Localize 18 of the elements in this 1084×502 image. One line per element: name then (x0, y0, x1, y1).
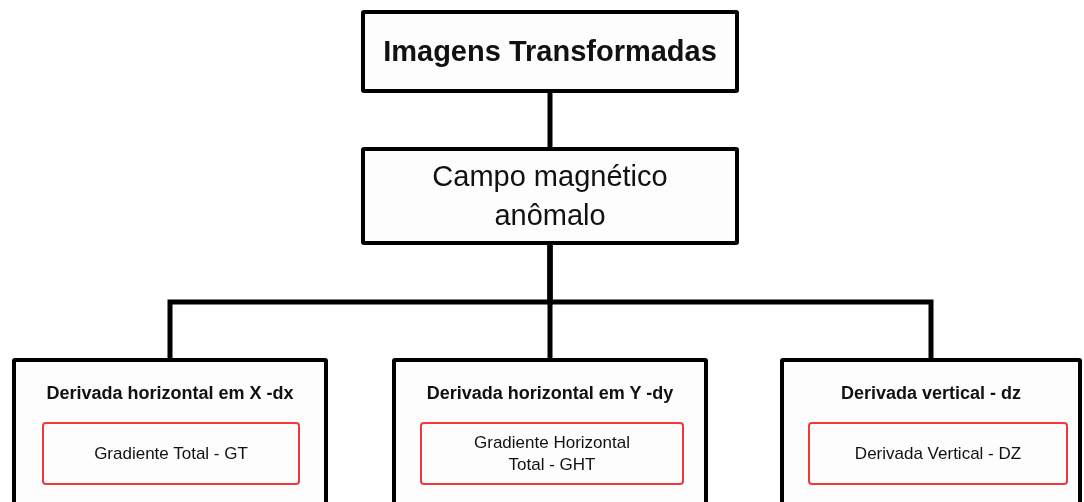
connector-line (547, 245, 934, 358)
box-label: Derivada Vertical - DZ (854, 442, 1022, 465)
connector-line (547, 93, 553, 147)
box-label: Gradiente Total - GT (94, 442, 248, 465)
box-heading: Derivada horizontal em X -dx (46, 382, 294, 405)
box-label: Campo magnético anômalo (431, 158, 669, 233)
box-heading: Derivada horizontal em Y -dy (426, 382, 674, 405)
result-box (808, 422, 1068, 485)
process-box (780, 358, 1082, 502)
process-box (12, 358, 328, 502)
box-label: Imagens Transformadas (383, 34, 717, 70)
box-label: Gradiente Horizontal Total - GHT (473, 432, 631, 475)
result-box (420, 422, 684, 485)
process-box (392, 358, 708, 502)
process-box (361, 147, 739, 245)
box-heading: Derivada vertical - dz (840, 382, 1022, 405)
title-box (361, 10, 739, 93)
result-box (42, 422, 300, 485)
